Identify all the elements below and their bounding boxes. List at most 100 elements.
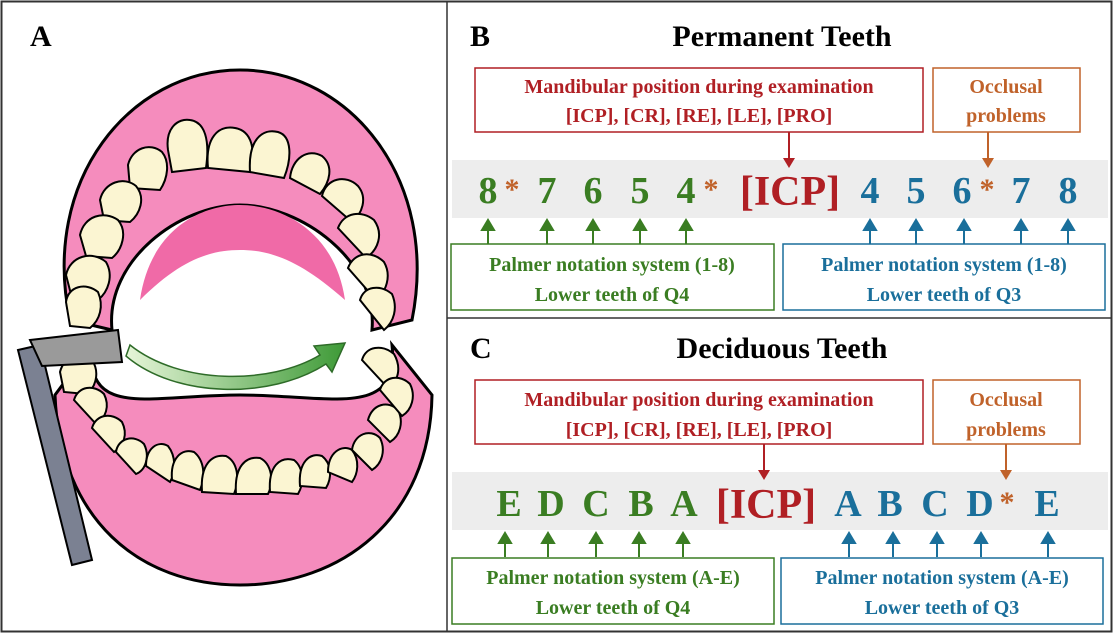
up-arrow-icon [675, 531, 691, 544]
panel-b-left-tooth: 4 [677, 170, 696, 212]
panel-b-left-tooth: 6 [584, 170, 603, 212]
panel-b-right-tooth: 8 [1059, 170, 1078, 212]
panel-c-right-tooth: E [1034, 483, 1059, 525]
panel-c-right-up-arrows [841, 531, 1056, 557]
panel-a: A [16, 20, 434, 587]
up-arrow-icon [678, 218, 694, 231]
down-arrow-icon [783, 158, 795, 168]
up-arrow-icon [929, 531, 945, 544]
panel-b-right-tooth: 4 [861, 170, 880, 212]
panel-b-left-up-arrows [480, 218, 694, 244]
panel-b-connector-arrows [783, 132, 994, 168]
panel-c-left-tooth: B [628, 483, 653, 525]
up-arrow-icon [841, 531, 857, 544]
panel-c-center-position: [ICP] [716, 482, 816, 528]
panel-c-mandibular-box [474, 379, 924, 445]
panel-c-occlusal-line2: problems [966, 419, 1046, 441]
panel-c-left-note-line1: Palmer notation system (A-E) [486, 567, 739, 589]
panel-b-right-up-arrows [862, 218, 1076, 244]
panel-c-title: Deciduous Teeth [677, 332, 888, 365]
panel-c-label: C [470, 332, 492, 365]
panel-c-left-tooth: A [670, 483, 698, 525]
panel-b-right-note-line1: Palmer notation system (1-8) [821, 254, 1067, 276]
panel-b-occlusal-line2: problems [966, 105, 1046, 127]
panel-b-center-position: [ICP] [740, 169, 840, 215]
panel-b-left-tooth: 8 [479, 170, 498, 212]
panel-b-left-note-box [450, 243, 775, 311]
panel-b-occlusal-line1: Occlusal [969, 76, 1043, 98]
palate [140, 205, 345, 300]
up-arrow-icon [956, 218, 972, 231]
down-arrow-icon [758, 470, 770, 480]
panel-b-right-note-line2: Lower teeth of Q3 [867, 284, 1022, 306]
panel-c-occlusal-box [932, 379, 1081, 445]
panel-b: B Permanent Teeth Mandibular position du… [450, 20, 1108, 311]
lower-teeth [58, 346, 414, 496]
down-arrow-icon [982, 158, 994, 168]
panel-c-left-note-line2: Lower teeth of Q4 [536, 597, 691, 619]
up-arrow-icon [885, 531, 901, 544]
up-arrow-icon [632, 218, 648, 231]
panel-c-mandibular-line1: Mandibular position during examination [524, 389, 873, 411]
up-arrow-icon [539, 218, 555, 231]
panel-b-star: * [704, 173, 719, 206]
panel-c-right-tooth: B [877, 483, 902, 525]
down-arrow-icon [1000, 470, 1012, 480]
panel-c-left-tooth: D [537, 483, 564, 525]
up-arrow-icon [1040, 531, 1056, 544]
upper-gum [62, 68, 419, 332]
panel-c-star: * [1000, 486, 1015, 519]
up-arrow-icon [497, 531, 513, 544]
panel-c-right-note-line1: Palmer notation system (A-E) [815, 567, 1068, 589]
panel-c-right-note-box [780, 557, 1104, 625]
up-arrow-icon [631, 531, 647, 544]
panel-b-right-tooth: 5 [907, 170, 926, 212]
panel-c-right-tooth: A [834, 483, 862, 525]
panel-c-right-tooth: C [921, 483, 948, 525]
panel-b-left-tooth: 7 [538, 170, 557, 212]
panel-c-notation-band [452, 472, 1108, 530]
panel-c-right-note-line2: Lower teeth of Q3 [865, 597, 1020, 619]
panel-b-notation-band [452, 160, 1108, 218]
up-arrow-icon [585, 218, 601, 231]
panel-b-left-note-line2: Lower teeth of Q4 [535, 284, 690, 306]
panel-c-mandibular-line2: [ICP], [CR], [RE], [LE], [PRO] [566, 419, 833, 441]
panel-c: C Deciduous Teeth Mandibular position du… [451, 332, 1108, 625]
panel-b-occlusal-box [932, 67, 1081, 133]
up-arrow-icon [1060, 218, 1076, 231]
panel-c-right-tooth: D [966, 483, 993, 525]
panel-a-label: A [30, 20, 52, 53]
panel-b-star: * [980, 173, 995, 206]
up-arrow-icon [973, 531, 989, 544]
panel-b-mandibular-line2: [ICP], [CR], [RE], [LE], [PRO] [566, 105, 833, 127]
up-arrow-icon [480, 218, 496, 231]
up-arrow-icon [862, 218, 878, 231]
panel-c-left-tooth: C [582, 483, 609, 525]
upper-teeth [64, 118, 396, 332]
panel-b-star: * [505, 173, 520, 206]
up-arrow-icon [1013, 218, 1029, 231]
up-arrow-icon [540, 531, 556, 544]
panel-b-label: B [470, 20, 490, 53]
up-arrow-icon [588, 531, 604, 544]
panel-b-right-tooth: 6 [953, 170, 972, 212]
panel-c-connector-arrows [758, 444, 1012, 480]
panel-c-left-up-arrows [497, 531, 691, 557]
jaw-movement-arrow-icon [125, 342, 347, 391]
panel-b-left-note-line1: Palmer notation system (1-8) [489, 254, 735, 276]
mouth-illustration [16, 68, 434, 587]
panel-b-left-tooth: 5 [631, 170, 650, 212]
panel-b-title: Permanent Teeth [672, 20, 891, 53]
instrument-blade-icon [28, 328, 124, 368]
panel-b-mandibular-box [474, 67, 924, 133]
panel-c-left-note-box [451, 557, 775, 625]
panel-b-right-tooth: 7 [1012, 170, 1031, 212]
up-arrow-icon [908, 218, 924, 231]
panel-c-occlusal-line1: Occlusal [969, 389, 1043, 411]
panel-b-right-note-box [782, 243, 1106, 311]
panel-b-mandibular-line1: Mandibular position during examination [524, 76, 873, 98]
panel-c-left-tooth: E [496, 483, 521, 525]
